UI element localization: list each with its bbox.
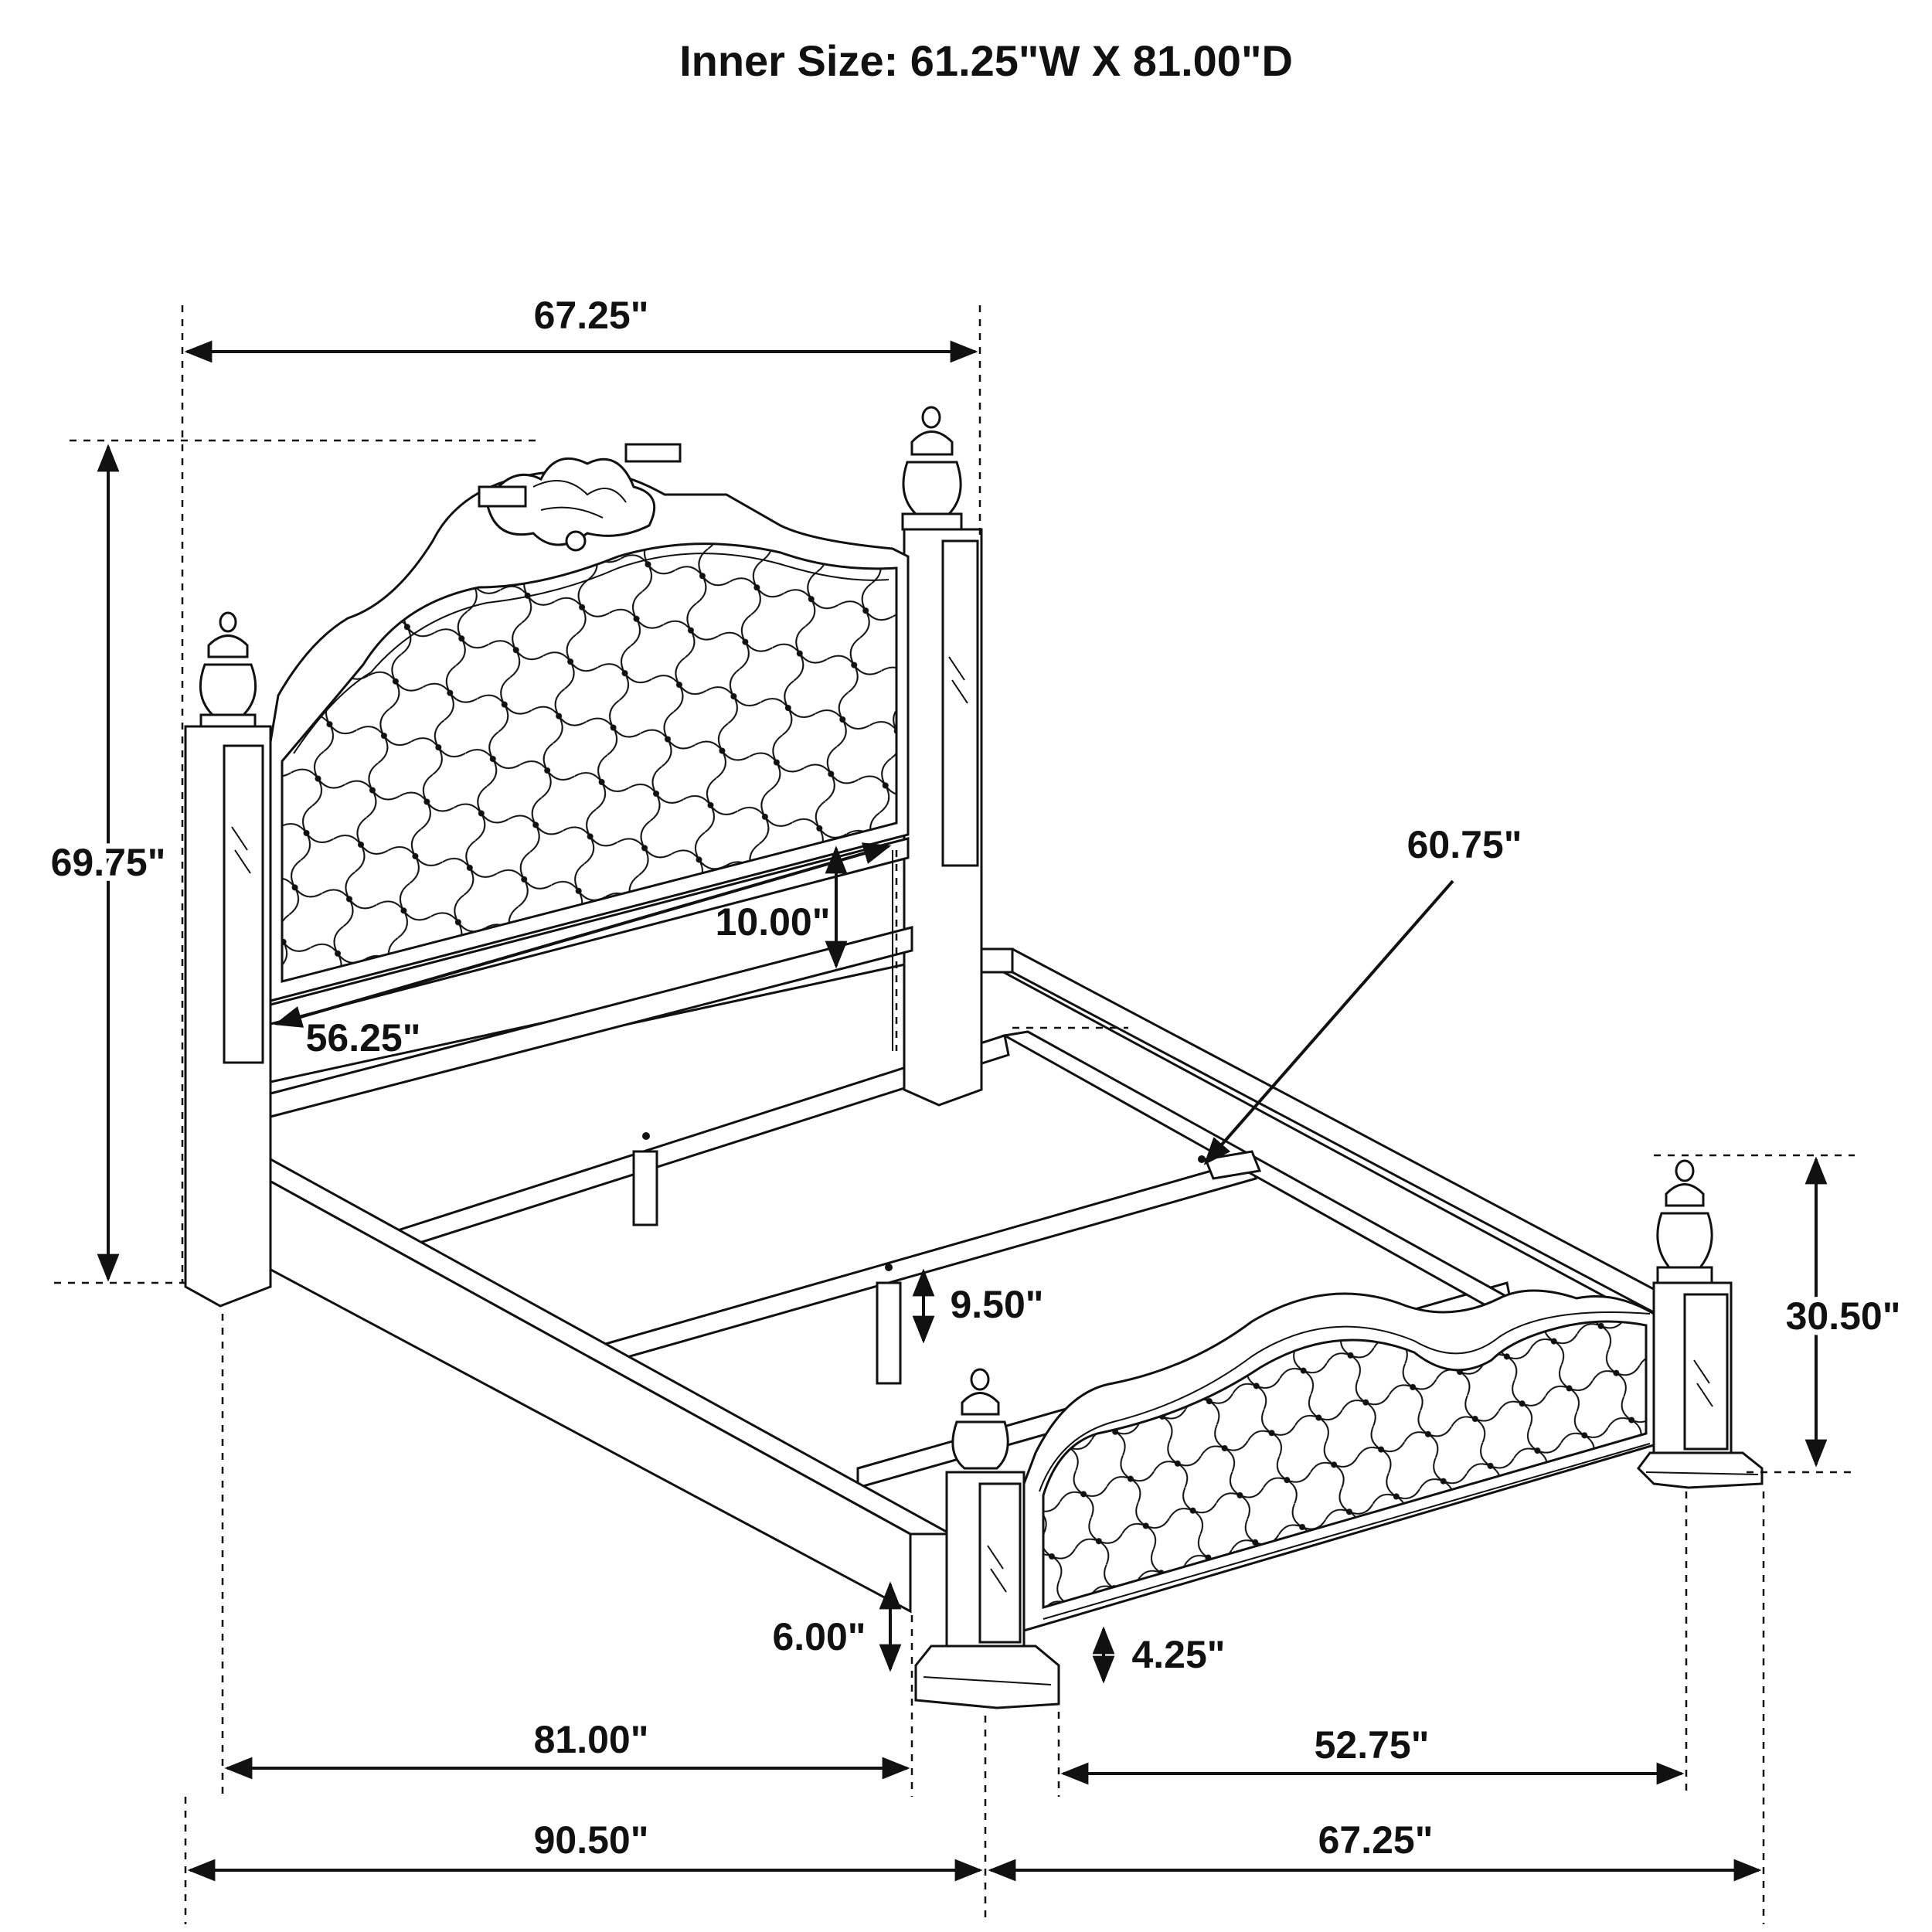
headboard-panel-width-label: 56.25" bbox=[306, 1016, 421, 1060]
overall-length-label: 90.50" bbox=[534, 1818, 649, 1862]
bed-drawing bbox=[184, 406, 1764, 1709]
headboard-right-finial-icon bbox=[901, 406, 963, 531]
footboard-clearance-label: 4.25" bbox=[1131, 1633, 1225, 1676]
footboard-tufted-panel bbox=[1042, 1320, 1648, 1609]
footboard-height-label: 30.50" bbox=[1786, 1294, 1901, 1338]
left-side-rail bbox=[229, 1157, 951, 1614]
footboard bbox=[914, 1159, 1764, 1709]
inner-length-label: 81.00" bbox=[534, 1718, 649, 1761]
overall-width-bottom-label: 67.25" bbox=[1318, 1818, 1434, 1862]
side-rail-length-leader bbox=[1203, 879, 1454, 1165]
dimension-labels: 67.25" 69.75" 10.00" 56.25" 60.75" 9.50"… bbox=[46, 294, 1906, 1862]
headboard-height-label: 69.75" bbox=[51, 841, 166, 884]
headboard-left-finial-icon bbox=[199, 611, 257, 728]
headboard-panel-height-label: 10.00" bbox=[716, 900, 831, 944]
footboard-right-finial-icon bbox=[1656, 1159, 1713, 1284]
overall-width-top-label: 67.25" bbox=[534, 294, 649, 337]
slat-clearance-label: 9.50" bbox=[950, 1283, 1043, 1326]
diagram-title: Inner Size: 61.25"W X 81.00"D bbox=[679, 36, 1293, 85]
footboard-left-finial-icon bbox=[951, 1368, 1009, 1470]
dimension-lines bbox=[54, 305, 1855, 1924]
side-rail-length-label: 60.75" bbox=[1407, 823, 1522, 866]
right-side-rail bbox=[959, 947, 1704, 1338]
headboard-panel-width-arrow bbox=[274, 842, 892, 1028]
rail-height-label: 6.00" bbox=[772, 1615, 866, 1658]
center-rail bbox=[1001, 1030, 1541, 1323]
footboard-panel-width-label: 52.75" bbox=[1315, 1723, 1430, 1767]
headboard-crest-carving-icon bbox=[478, 443, 682, 552]
